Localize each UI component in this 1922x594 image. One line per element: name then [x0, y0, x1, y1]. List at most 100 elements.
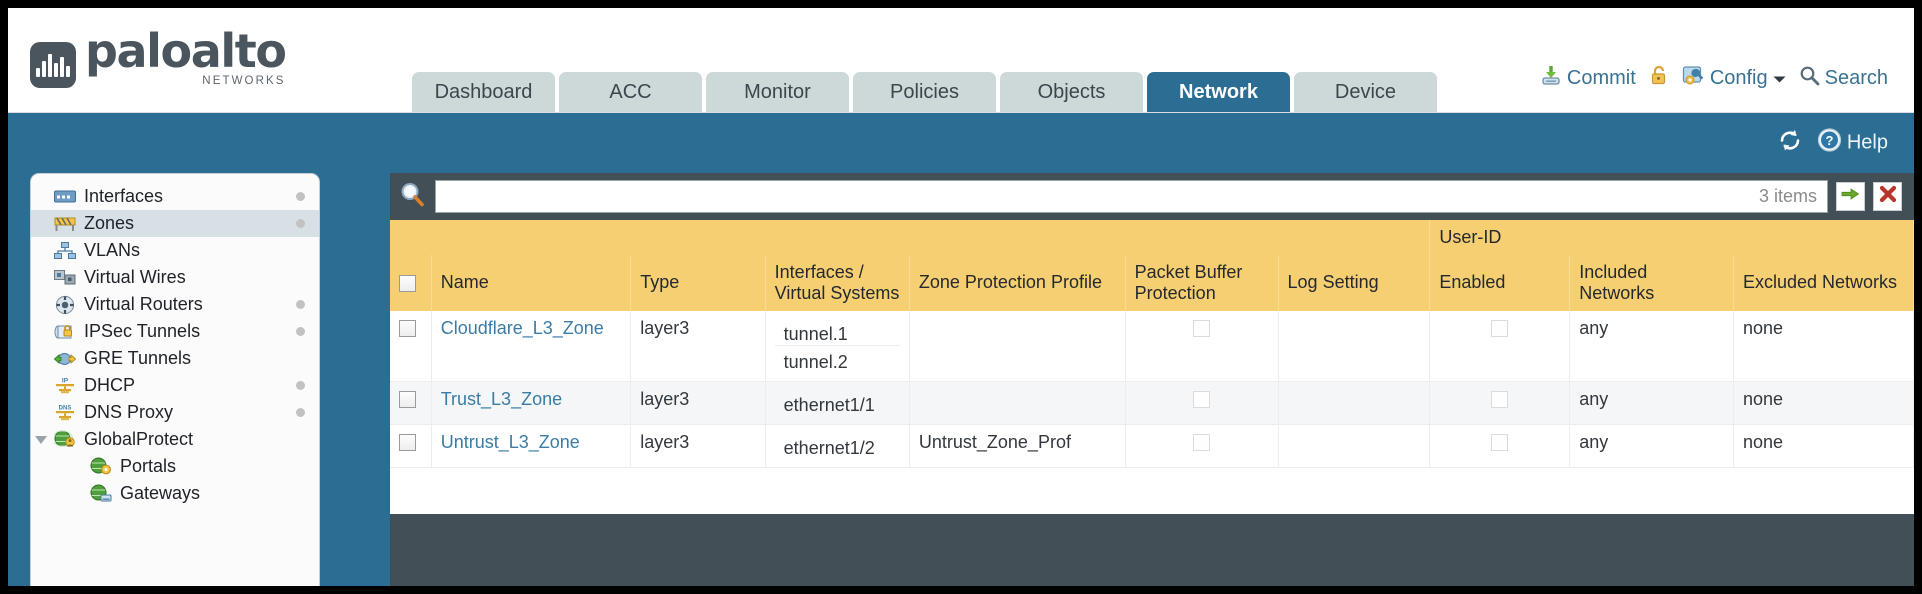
tab-label: Dashboard: [434, 80, 533, 103]
search-icon: [1799, 65, 1820, 92]
cell-included-networks: any: [1569, 310, 1734, 382]
tab-label: Policies: [890, 80, 959, 103]
interface-entry: ethernet1/1: [783, 394, 875, 415]
help-icon: ?: [1817, 128, 1842, 159]
paloalto-logo-icon: [30, 41, 76, 88]
help-label: Help: [1846, 131, 1888, 154]
sidebar-item-zones[interactable]: Zones: [31, 210, 319, 237]
table-footer-space: [390, 467, 1914, 514]
sidebar-item-gateways[interactable]: Gateways: [31, 480, 319, 507]
row-select-checkbox[interactable]: [399, 391, 416, 409]
sidebar-item-indicator-dot: [296, 192, 305, 201]
filter-search-icon[interactable]: [398, 180, 427, 214]
column-header-excluded-networks[interactable]: Excluded Networks: [1733, 254, 1914, 311]
sidebar-item-interfaces[interactable]: Interfaces: [31, 183, 319, 210]
userid-enabled-checkbox[interactable]: [1491, 391, 1509, 409]
interface-entry: tunnel.1: [774, 318, 900, 346]
lock-button[interactable]: [1649, 64, 1669, 92]
sidebar-item-ipsec-tunnels[interactable]: IPSec Tunnels: [31, 318, 319, 345]
column-header-zone-protection-profile[interactable]: Zone Protection Profile: [909, 254, 1126, 311]
sidebar-item-vlans[interactable]: VLANs: [31, 237, 319, 264]
sidebar-item-indicator-dot: [296, 219, 305, 228]
config-menu[interactable]: Config: [1682, 64, 1786, 92]
sidebar-item-gre-tunnels[interactable]: GRE Tunnels: [31, 345, 319, 372]
cell-name: Cloudflare_L3_Zone: [431, 310, 632, 382]
column-header-name[interactable]: Name: [431, 254, 632, 311]
sidebar-item-label: Virtual Wires: [84, 267, 186, 287]
sidebar-item-globalprotect[interactable]: GlobalProtect: [31, 426, 319, 453]
tab-label: Network: [1179, 80, 1258, 103]
interface-entry: ethernet1/2: [783, 437, 875, 458]
zones-icon: [53, 215, 77, 233]
packet-buffer-protection-checkbox[interactable]: [1193, 434, 1211, 452]
chevron-down-icon[interactable]: [35, 435, 47, 444]
tab-dashboard[interactable]: Dashboard: [412, 72, 555, 112]
tab-monitor[interactable]: Monitor: [706, 72, 849, 112]
row-select-cell: [390, 424, 432, 468]
column-header-log-setting[interactable]: Log Setting: [1278, 254, 1431, 311]
tab-device[interactable]: Device: [1294, 72, 1437, 112]
table-group-header-row: User-ID: [390, 220, 1914, 255]
tab-objects[interactable]: Objects: [1000, 72, 1143, 112]
sidebar-item-label: DHCP: [84, 375, 136, 395]
zone-link[interactable]: Untrust_L3_Zone: [440, 431, 580, 452]
gre-tunnels-icon: [53, 350, 77, 368]
column-header-included-networks[interactable]: Included Networks: [1569, 254, 1734, 311]
clear-filter-button[interactable]: [1873, 182, 1902, 211]
zone-link[interactable]: Cloudflare_L3_Zone: [440, 317, 604, 338]
tab-label: Objects: [1037, 80, 1106, 103]
tab-policies[interactable]: Policies: [853, 72, 996, 112]
column-header-type[interactable]: Type: [630, 254, 766, 311]
tab-acc[interactable]: ACC: [559, 72, 702, 112]
content-panel: 3 items: [390, 173, 1914, 586]
search-input[interactable]: 3 items: [435, 180, 1828, 213]
commit-label: Commit: [1566, 66, 1636, 89]
sidebar-item-virtual-routers[interactable]: Virtual Routers: [31, 291, 319, 318]
sidebar-item-portals[interactable]: Portals: [31, 453, 319, 480]
brand-name: paloalto: [85, 24, 287, 78]
cell-included-networks: any: [1569, 424, 1734, 468]
cell-zone-protection-profile: [909, 310, 1126, 382]
filter-bar: 3 items: [390, 173, 1914, 220]
sidebar-item-dhcp[interactable]: IP DHCP: [31, 372, 319, 399]
help-button[interactable]: ? Help: [1817, 128, 1888, 159]
tab-label: ACC: [609, 80, 652, 103]
commit-button[interactable]: Commit: [1540, 64, 1636, 92]
search-button[interactable]: Search: [1799, 65, 1888, 92]
row-select-checkbox[interactable]: [399, 320, 416, 338]
apply-filter-button[interactable]: [1836, 182, 1865, 211]
column-header-enabled[interactable]: Enabled: [1429, 254, 1571, 311]
sidebar-item-indicator-dot: [296, 408, 305, 417]
cell-userid-enabled: [1429, 310, 1571, 382]
cell-packet-buffer-protection: [1125, 310, 1279, 382]
column-header-interfaces-virtual-systems[interactable]: Interfaces / Virtual Systems: [765, 254, 910, 311]
tab-label: Monitor: [744, 80, 811, 103]
select-all-checkbox[interactable]: [399, 275, 416, 293]
cell-type: layer3: [630, 310, 766, 382]
padlock-icon: [1649, 64, 1669, 92]
sidebar-item-indicator-dot: [296, 327, 305, 336]
svg-text:IP: IP: [62, 378, 69, 385]
utility-menu: Commit: [1540, 64, 1888, 92]
select-all-header: [390, 254, 432, 311]
refresh-icon[interactable]: [1777, 128, 1803, 158]
userid-enabled-checkbox[interactable]: [1491, 434, 1509, 452]
sidebar-item-virtual-wires[interactable]: Virtual Wires: [31, 264, 319, 291]
cell-interfaces: ethernet1/2: [765, 424, 910, 468]
column-header-packet-buffer-protection[interactable]: Packet Buffer Protection: [1125, 254, 1279, 311]
zone-link[interactable]: Trust_L3_Zone: [440, 388, 563, 409]
row-select-checkbox[interactable]: [399, 434, 416, 452]
tab-network[interactable]: Network: [1147, 72, 1290, 112]
packet-buffer-protection-checkbox[interactable]: [1193, 320, 1211, 338]
userid-enabled-checkbox[interactable]: [1491, 320, 1509, 338]
chevron-down-icon: [1773, 67, 1786, 90]
packet-buffer-protection-checkbox[interactable]: [1193, 391, 1211, 409]
